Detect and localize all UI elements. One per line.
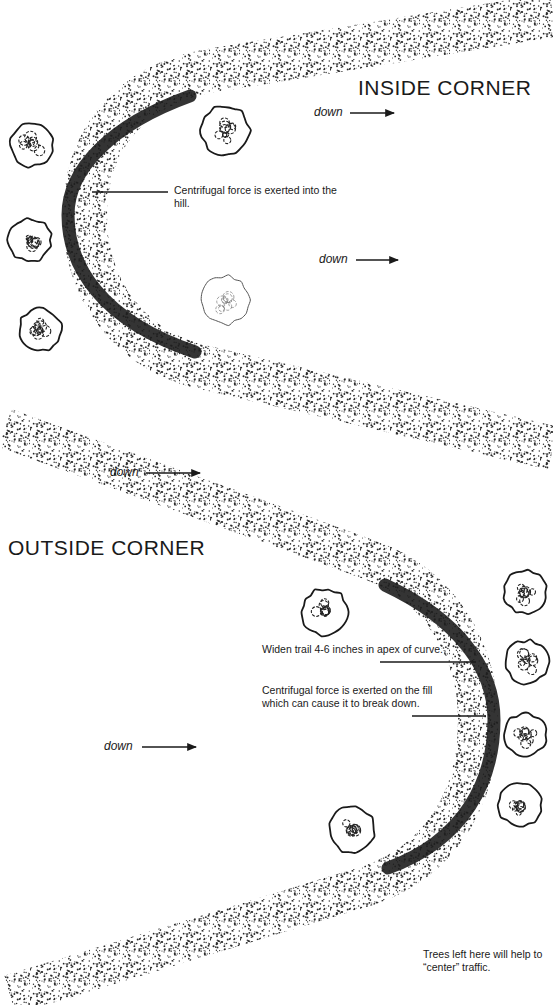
- foliage-stroke: [520, 661, 525, 666]
- tree-crown: [201, 275, 250, 326]
- tree-symbol: [7, 218, 51, 261]
- tree-crown: [498, 783, 542, 826]
- corner-heading: OUTSIDE CORNER: [8, 535, 205, 560]
- foliage-stroke: [19, 141, 27, 149]
- foliage-stroke: [322, 606, 331, 615]
- foliage-stroke: [34, 145, 44, 155]
- cut-bank-shading: [68, 96, 195, 352]
- foliage-stroke: [32, 238, 41, 247]
- foliage-stroke: [223, 292, 234, 303]
- tree-crown: [7, 218, 51, 261]
- foliage-stroke: [514, 729, 522, 737]
- tree-crown: [504, 713, 546, 757]
- tree-symbol: [504, 713, 546, 757]
- foliage-stroke: [321, 599, 329, 607]
- foliage-stroke: [19, 135, 29, 145]
- foliage-stroke: [522, 729, 529, 736]
- tree-crown: [504, 570, 547, 614]
- foliage-stroke: [517, 803, 526, 812]
- foliage-stroke: [219, 306, 225, 312]
- foliage-stroke: [27, 238, 32, 243]
- direction-arrow: [356, 259, 398, 260]
- tree-symbol: [498, 783, 542, 826]
- tree-symbol: [200, 107, 251, 156]
- tree-group: [7, 107, 549, 853]
- foliage-stroke: [517, 649, 528, 660]
- tree-symbol: [504, 570, 547, 614]
- tree-crown: [200, 107, 251, 156]
- tree-symbol: [506, 639, 550, 684]
- direction-arrow: [142, 746, 196, 747]
- tree-symbol: [329, 806, 374, 853]
- foliage-stroke: [347, 825, 356, 834]
- foliage-stroke: [509, 801, 517, 809]
- foliage-stroke: [529, 654, 537, 662]
- foliage-stroke: [319, 600, 328, 609]
- leader-line: [92, 191, 168, 192]
- foliage-stroke: [530, 730, 537, 737]
- foliage-stroke: [518, 590, 524, 596]
- foliage-stroke: [37, 318, 44, 325]
- fill-edge-shading: [385, 585, 494, 868]
- foliage-stroke: [221, 297, 228, 304]
- callout-note: Centrifugal force is exerted on the fill…: [262, 684, 437, 709]
- foliage-stroke: [28, 137, 37, 146]
- direction-arrow: [146, 472, 200, 473]
- foliage-stroke: [527, 665, 536, 674]
- direction-label: down: [314, 105, 343, 119]
- foliage-stroke: [27, 241, 38, 252]
- callout-note: Widen trail 4-6 inches in apex of curve.: [262, 643, 452, 656]
- callout-note: Centrifugal force is exerted into the hi…: [174, 184, 352, 209]
- leader-line: [412, 715, 486, 716]
- foliage-stroke: [520, 588, 529, 597]
- tree-symbol: [301, 589, 348, 636]
- foliage-stroke: [527, 737, 533, 743]
- tree-crown: [329, 806, 374, 853]
- direction-label: down: [104, 739, 133, 753]
- trail-band: [5, 428, 478, 995]
- leader-line: [380, 661, 476, 662]
- direction-arrow: [350, 112, 394, 113]
- foliage-stroke: [225, 123, 235, 133]
- foliage-stroke: [520, 649, 529, 658]
- foliage-stroke: [520, 727, 529, 736]
- foliage-stroke: [529, 589, 535, 595]
- callout-note: Trees left here will help to “center” tr…: [423, 948, 547, 973]
- foliage-stroke: [31, 325, 42, 336]
- foliage-stroke: [229, 300, 237, 308]
- direction-label: down: [110, 465, 139, 479]
- tree-symbol: [201, 275, 250, 326]
- trail-band: [85, 15, 553, 448]
- tree-crown: [506, 639, 550, 684]
- tree-crown: [20, 307, 62, 350]
- direction-label: down: [319, 252, 348, 266]
- tree-symbol: [20, 307, 62, 350]
- corner-heading: INSIDE CORNER: [358, 75, 531, 100]
- tree-crown: [301, 589, 348, 636]
- tree-crown: [10, 123, 53, 167]
- foliage-stroke: [350, 824, 358, 832]
- foliage-stroke: [223, 133, 227, 137]
- foliage-stroke: [217, 296, 227, 306]
- tree-symbol: [10, 123, 53, 167]
